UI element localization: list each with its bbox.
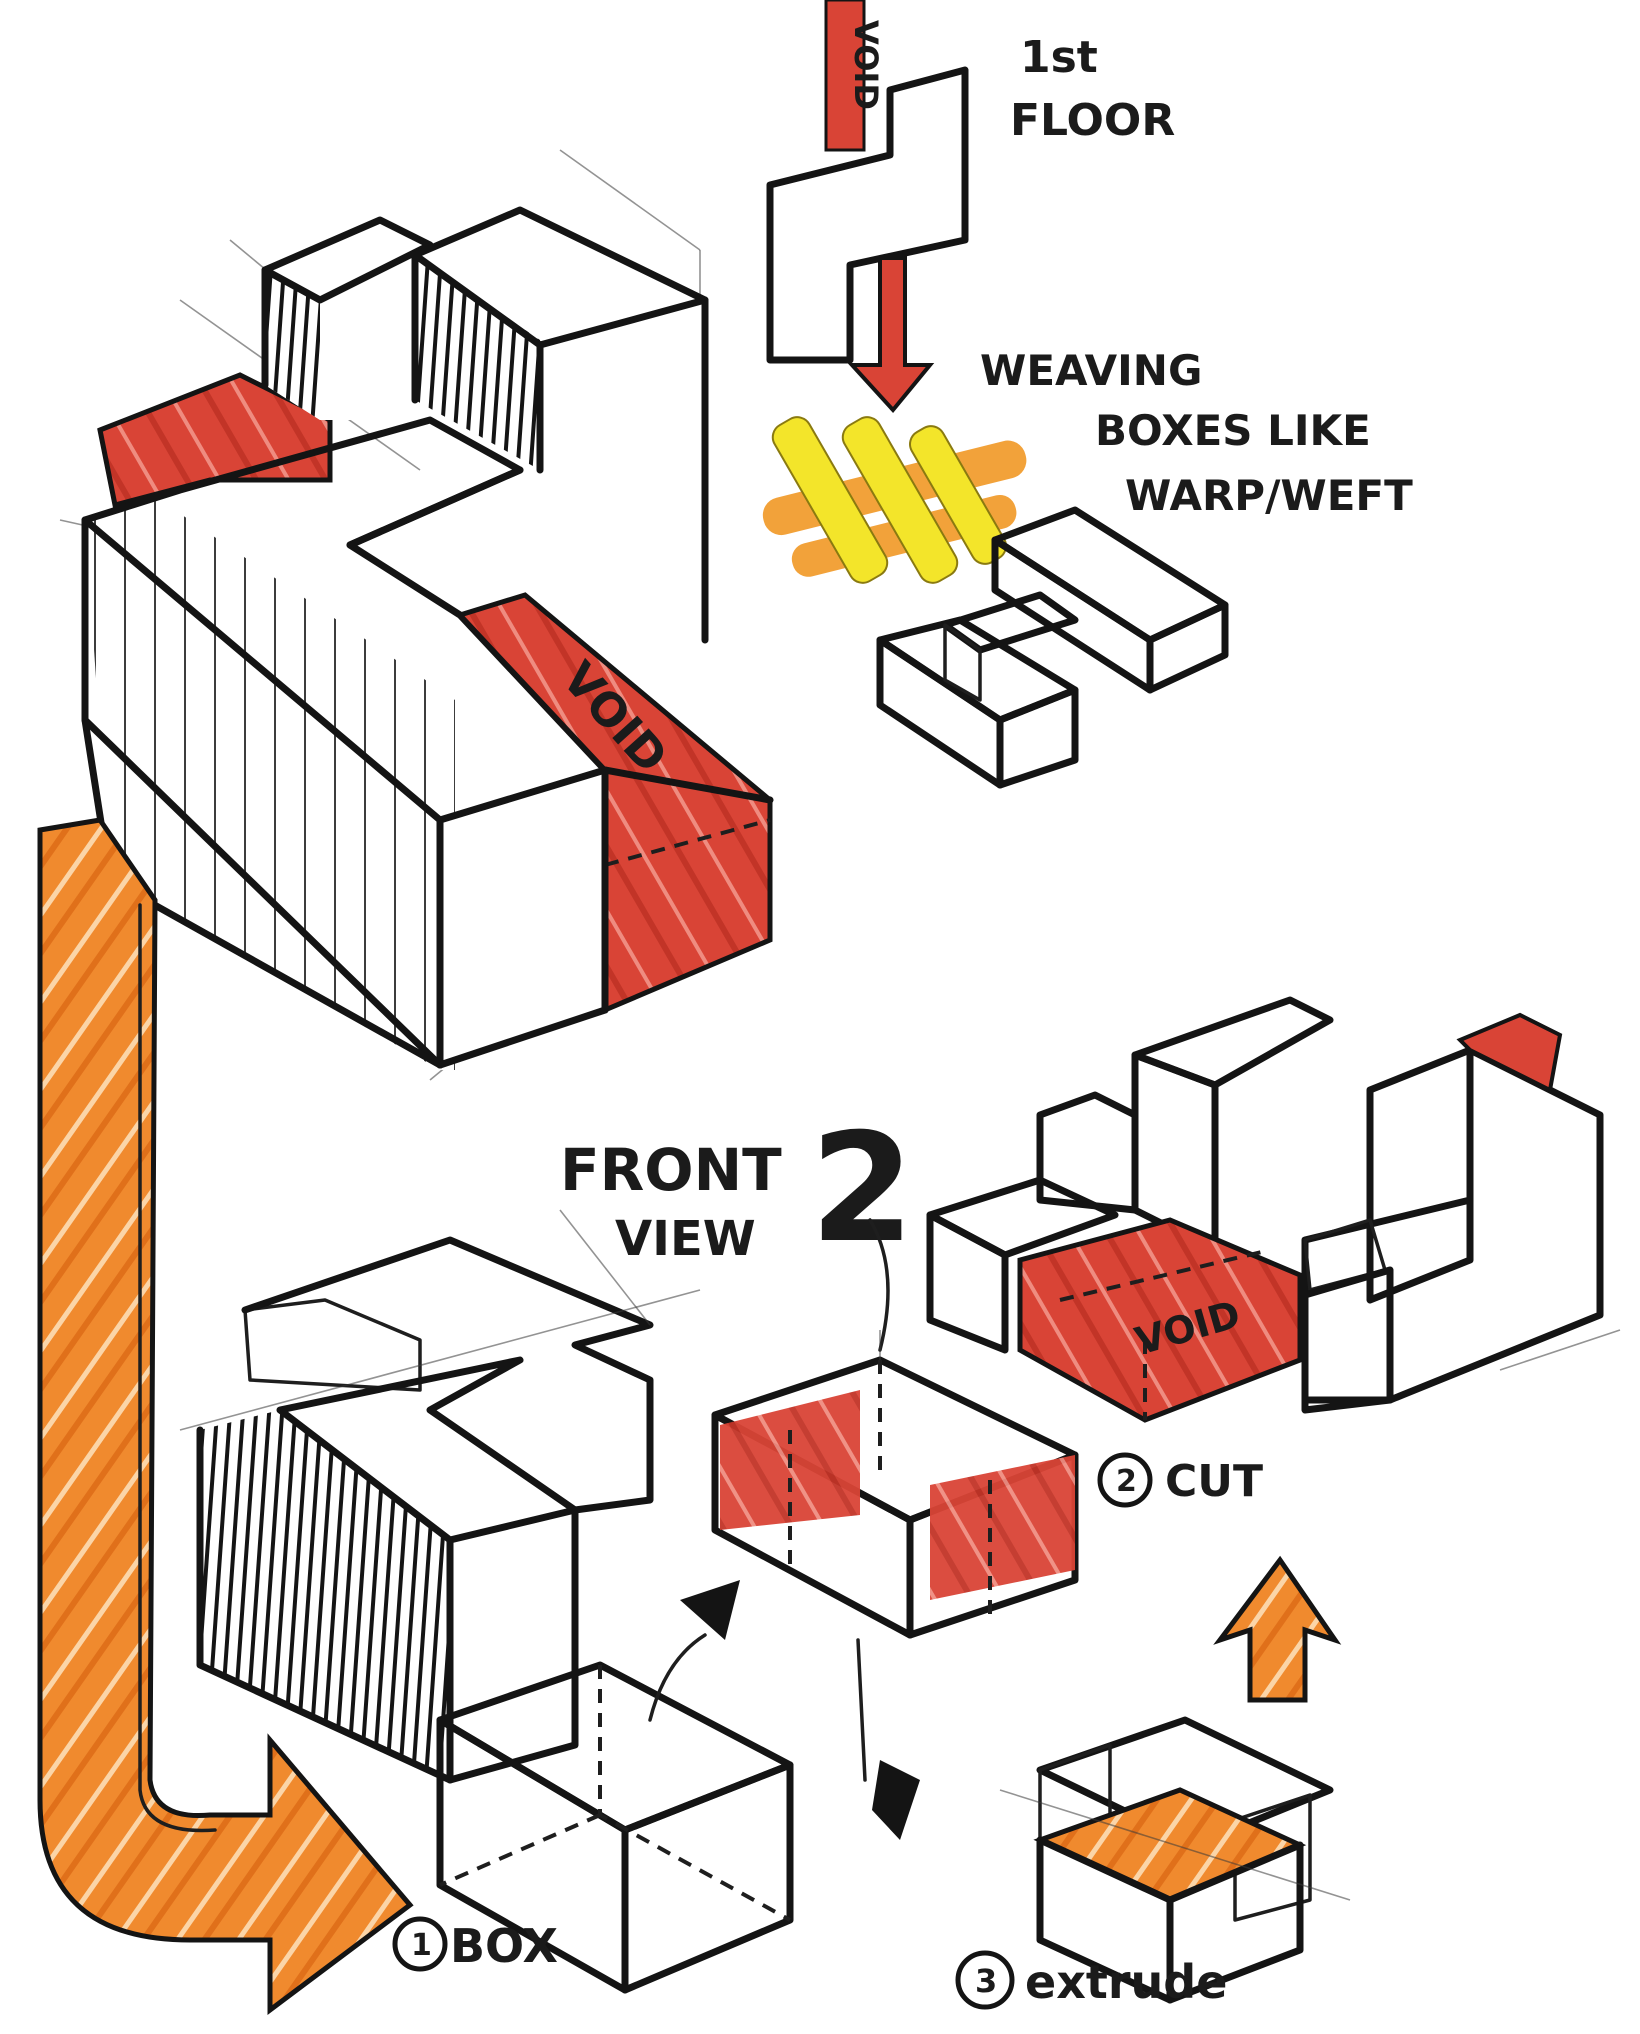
front-view-model bbox=[180, 1210, 700, 1780]
step-box-number: 1 bbox=[411, 1928, 432, 1963]
first-floor-label-line1: 1st bbox=[1020, 32, 1098, 83]
step-box-caption: 1 BOX bbox=[395, 1919, 558, 1973]
weaving-label-line3: WARP/WEFT bbox=[1125, 471, 1413, 520]
extrude-up-arrow bbox=[1220, 1560, 1335, 1700]
step-cut-caption: 2 CUT bbox=[1100, 1455, 1263, 1507]
first-floor-label-line2: FLOOR bbox=[1010, 95, 1175, 146]
front-view-label-line2: VIEW bbox=[615, 1211, 756, 1267]
step-box-label: BOX bbox=[450, 1919, 558, 1973]
warp-weft-strands bbox=[759, 412, 1030, 588]
main-massing-model: VOID bbox=[60, 150, 770, 1080]
void-arrow-down: VOID bbox=[826, 0, 885, 150]
step-cut-model bbox=[715, 1330, 1075, 1635]
cut-to-extrude-arrow bbox=[858, 1640, 920, 1840]
step-extrude-label: extrude bbox=[1025, 1955, 1227, 2009]
upper-right-massing: VOID bbox=[930, 1000, 1620, 1420]
step-extrude-caption: 3 extrude bbox=[958, 1953, 1227, 2009]
front-view-label-line1: FRONT bbox=[560, 1136, 782, 1204]
rear-right-tower bbox=[415, 210, 705, 640]
first-floor-label: 1st FLOOR bbox=[1010, 32, 1175, 146]
front-view-number: 2 bbox=[810, 1102, 914, 1276]
weaving-label: WEAVING BOXES LIKE WARP/WEFT bbox=[980, 346, 1413, 520]
weaving-label-line2: BOXES LIKE bbox=[1095, 406, 1371, 455]
floor-plan-shape bbox=[770, 70, 965, 360]
void-floor-right: VOID bbox=[1020, 1220, 1300, 1420]
void-label-top: VOID bbox=[847, 20, 885, 110]
weaving-diagram: WEAVING BOXES LIKE WARP/WEFT bbox=[759, 346, 1413, 785]
weaving-label-line1: WEAVING bbox=[980, 346, 1202, 395]
plan-arrow-red bbox=[852, 258, 930, 410]
step-extrude-number: 3 bbox=[975, 1962, 997, 2000]
step-cut-number: 2 bbox=[1116, 1464, 1137, 1499]
step-cut-label: CUT bbox=[1165, 1456, 1263, 1507]
rear-left-tower bbox=[265, 220, 430, 420]
